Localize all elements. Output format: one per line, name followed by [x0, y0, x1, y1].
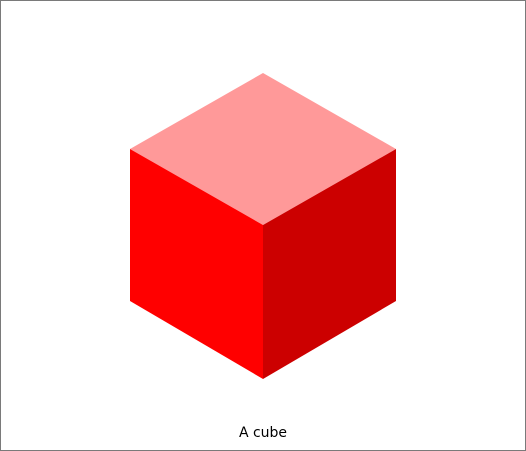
cube-right-face — [263, 149, 396, 379]
cube-left-face — [130, 149, 263, 379]
figure-caption: A cube — [238, 425, 288, 441]
